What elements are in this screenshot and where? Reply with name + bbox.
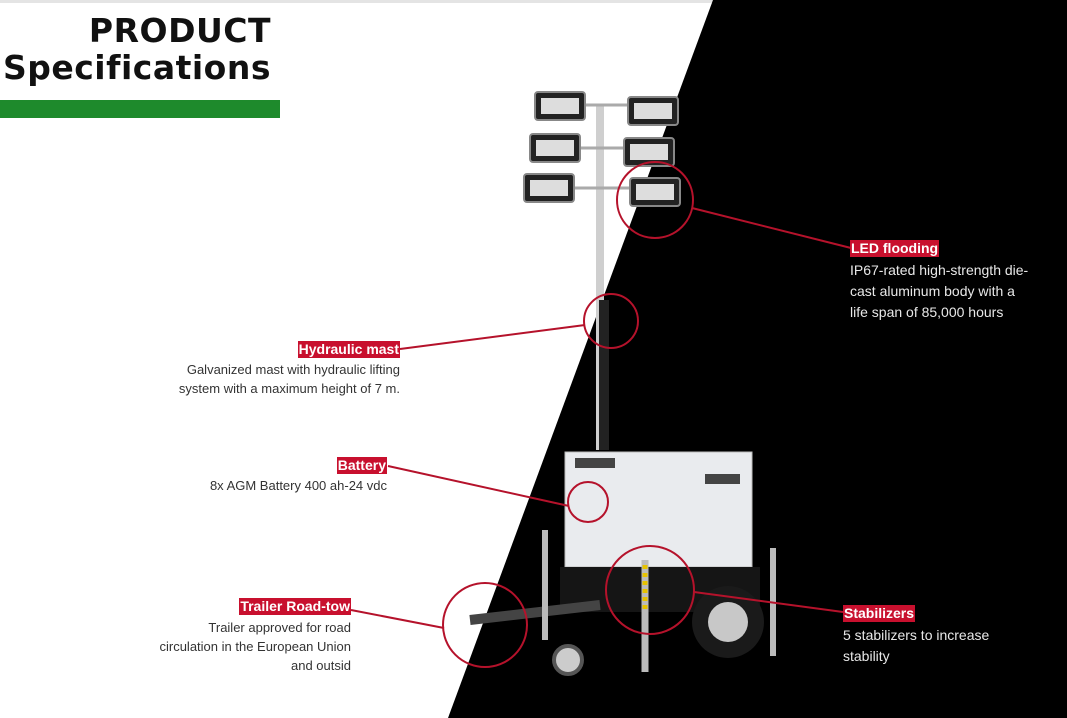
mast-circle xyxy=(583,293,639,349)
trailer-road-tow-description: Trailer approved for road circulation in… xyxy=(159,618,351,675)
battery-label: Battery xyxy=(336,457,387,474)
title-line-2: Specifications xyxy=(2,48,271,87)
desc-line: 5 stabilizers to increase xyxy=(843,627,990,643)
trailer-leader-line xyxy=(350,609,445,629)
led-flooding-label: LED flooding xyxy=(850,240,940,257)
stabilizers-circle xyxy=(605,545,695,635)
desc-line: system with a maximum height of 7 m. xyxy=(178,381,400,396)
title-line-1: PRODUCT xyxy=(88,11,271,50)
desc-line: circulation in the European Union xyxy=(159,639,351,654)
desc-line: Trailer approved for road xyxy=(208,620,351,635)
stabilizers-description: 5 stabilizers to increase stability xyxy=(843,625,989,667)
stabilizers-label: Stabilizers xyxy=(843,605,916,622)
led-circle xyxy=(616,161,694,239)
battery-description: 8x AGM Battery 400 ah-24 vdc xyxy=(210,476,387,495)
light-tower-image xyxy=(469,91,776,676)
desc-line: 8x AGM Battery 400 ah-24 vdc xyxy=(209,478,387,493)
led-flooding-description: IP67-rated high-strength die- cast alumi… xyxy=(850,260,1028,323)
desc-line: and outsid xyxy=(291,658,351,673)
desc-line: Galvanized mast with hydraulic lifting xyxy=(186,362,400,377)
battery-circle xyxy=(567,481,609,523)
stabilizers-leader-line xyxy=(693,591,844,613)
desc-line: IP67-rated high-strength die- xyxy=(850,262,1029,278)
battery-leader-line xyxy=(387,465,570,507)
desc-line: life span of 85,000 hours xyxy=(850,304,1004,320)
page-title: PRODUCT Specifications xyxy=(3,12,271,86)
trailer-circle xyxy=(442,582,528,668)
trailer-road-tow-label: Trailer Road-tow xyxy=(239,598,351,615)
hydraulic-mast-description: Galvanized mast with hydraulic lifting s… xyxy=(179,360,400,398)
led-leader-line xyxy=(691,207,852,249)
hydraulic-mast-label: Hydraulic mast xyxy=(297,341,400,358)
top-border xyxy=(0,0,1067,3)
mast-leader-line xyxy=(399,324,586,350)
callout-markers xyxy=(350,161,852,668)
green-accent-bar xyxy=(0,100,280,118)
desc-line: stability xyxy=(843,648,890,664)
desc-line: cast aluminum body with a xyxy=(850,283,1015,299)
